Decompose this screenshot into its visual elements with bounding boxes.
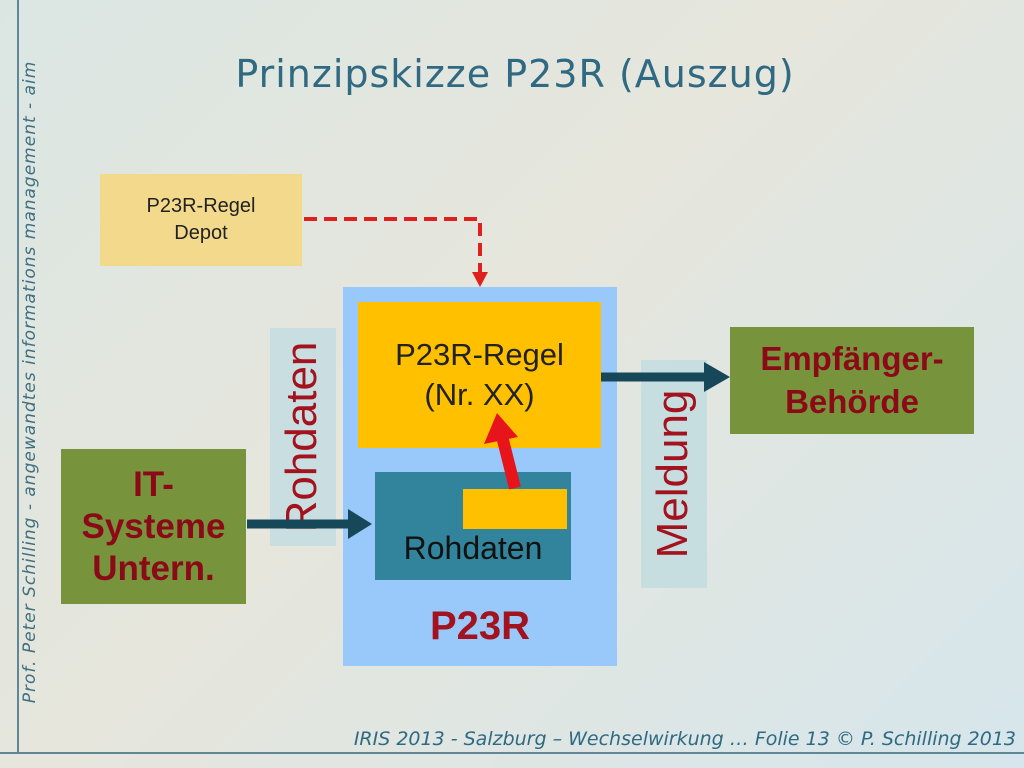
- rule-depot-line2: Depot: [174, 222, 228, 244]
- rule-depot-box: P23R-Regel Depot: [100, 174, 302, 266]
- recipient-line1: Empfänger-: [760, 339, 944, 377]
- message-vertical-label: Meldung: [648, 389, 697, 559]
- p23r-rule-line1: P23R-Regel: [395, 336, 564, 372]
- sidebar-author-text: Prof. Peter Schilling - angewandtes info…: [20, 60, 40, 704]
- raw-data-vertical-label: Rohdaten: [277, 341, 326, 533]
- p23r-container-label: P23R: [429, 604, 531, 648]
- message-label-backdrop: [641, 360, 707, 588]
- raw-data-highlight: [463, 489, 567, 529]
- it-systems-line1: IT-: [133, 464, 174, 504]
- rule-depot-line1: P23R-Regel: [146, 195, 256, 217]
- p23r-rule-box: P23R-Regel (Nr. XX): [358, 302, 601, 448]
- slide-footer: IRIS 2013 - Salzburg – Wechselwirkung … …: [353, 728, 1016, 750]
- recipient-line2: Behörde: [785, 382, 919, 420]
- raw-data-label-backdrop: [270, 328, 336, 546]
- it-systems-line3: Untern.: [92, 548, 215, 588]
- recipient-authority-box: Empfänger- Behörde: [730, 327, 974, 434]
- it-systems-box: IT- Systeme Untern.: [61, 449, 246, 604]
- it-systems-line2: Systeme: [81, 506, 226, 546]
- dashed-arrow-depot-to-rule: [304, 217, 488, 287]
- left-border-line: [17, 0, 19, 752]
- p23r-rule-line2: (Nr. XX): [424, 377, 535, 412]
- slide-title: Prinzipskizze P23R (Auszug): [235, 52, 795, 96]
- raw-data-inner-label: Rohdaten: [403, 530, 543, 566]
- bottom-border-line: [0, 752, 1024, 754]
